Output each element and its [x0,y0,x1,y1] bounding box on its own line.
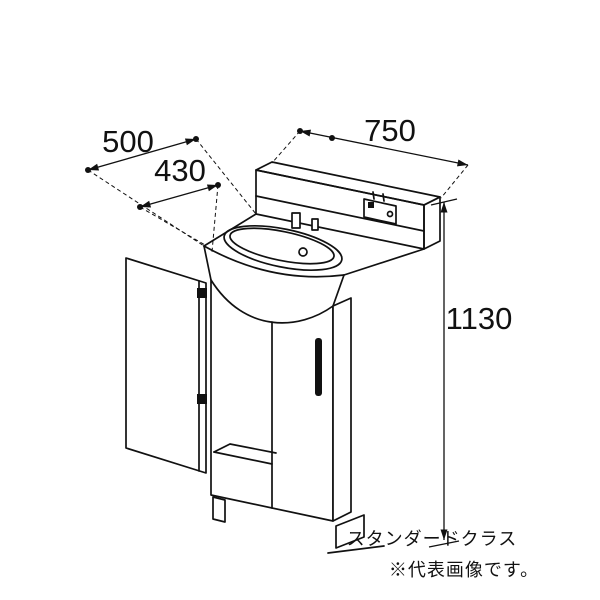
depth-total-dimension-line [87,138,197,171]
counter-basin [203,212,425,278]
apron-left-cap [203,245,212,281]
reference-dot [85,167,91,173]
back-panel [255,161,441,250]
depth-cabinet-dimension-line [139,184,219,208]
width-dimension-line [299,129,469,167]
dimension-depth-cabinet: 430 [137,153,221,253]
control-box-knobs [372,191,385,202]
back-panel-ledge-line [255,195,425,232]
dimension-annotations: 750 500 430 1130 [85,113,513,548]
reference-dot [215,182,221,188]
floor-line [327,545,385,554]
note-caption: ※代表画像です。 [389,560,539,580]
dimension-depth-total: 500 [85,124,257,247]
vanity-unit [125,161,441,554]
back-panel-top [255,161,441,206]
drain-icon [298,247,308,257]
extension-line [271,130,301,164]
interior-floor-back [213,443,277,454]
width-label: 750 [364,113,416,148]
switch-icon [368,202,374,208]
extension-line [195,138,257,215]
reference-dot [137,204,143,210]
apron-right-cap [332,274,345,307]
reference-dot [297,128,303,134]
left-door-open [125,257,207,474]
extension-line [139,206,206,246]
depth-total-label: 500 [102,124,154,159]
height-label: 1130 [446,301,513,336]
dimension-height: 1130 [428,198,513,548]
basin-inner-rim [229,227,335,265]
outlet-icon [386,210,394,218]
right-foot [335,514,365,549]
reference-dot [329,135,335,141]
grade-caption: スタンダードクラス [347,529,518,549]
counter-front-edge [203,245,345,278]
extension-line [211,184,219,253]
faucet-icon [291,212,319,231]
counter-right-edge [343,248,425,276]
dimension-width: 750 [271,113,469,199]
faucet-handle [311,218,319,231]
reference-dot [193,136,199,142]
right-door-handle [315,338,322,396]
height-bottom-tick [428,540,460,548]
basin-outline [223,225,343,271]
faucet-spout [291,212,301,229]
control-box-body [363,198,397,225]
cabinet-interior [213,443,277,465]
depth-cabinet-label: 430 [154,153,206,188]
back-panel-side [423,196,441,250]
side-panel [332,297,352,522]
interior-floor-front [213,451,273,465]
left-foot [212,496,226,523]
hinge-bottom-icon [197,394,207,404]
hinge-top-icon [197,288,207,298]
back-panel-front [255,169,425,250]
control-box [363,191,397,225]
left-door-panel [125,257,207,474]
extension-line [440,164,469,199]
